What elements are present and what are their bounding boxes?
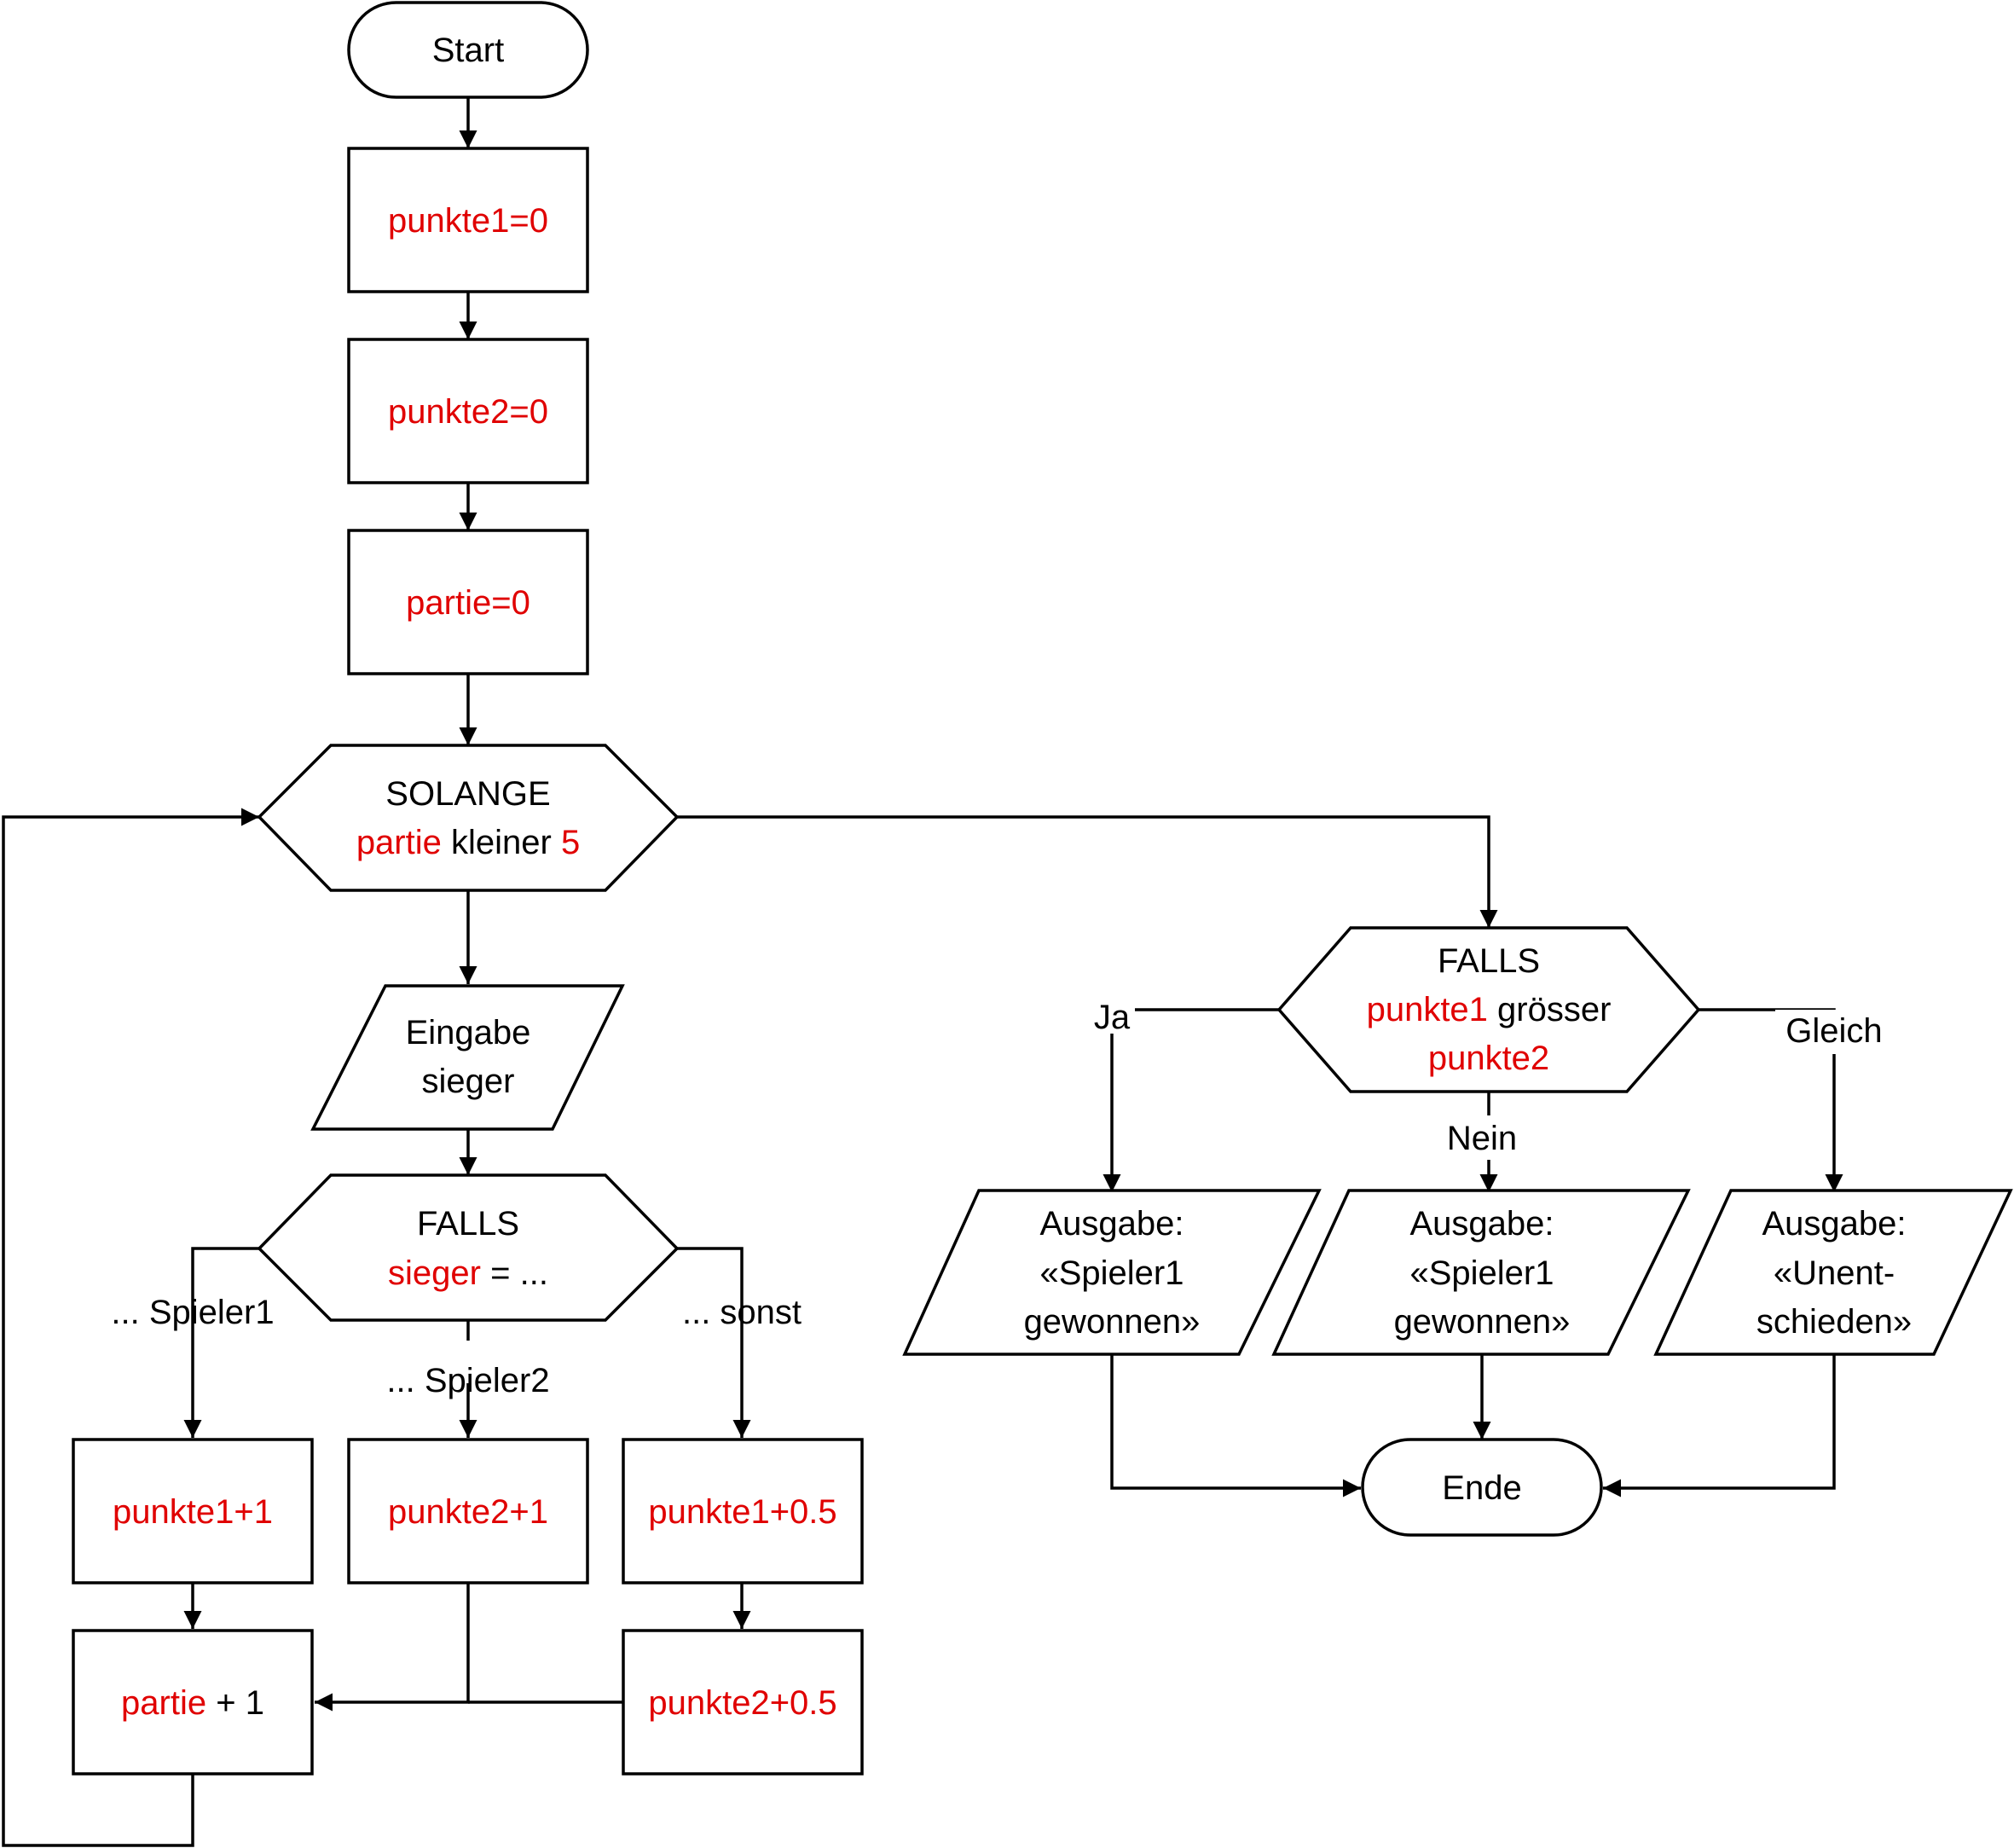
branch-label-spieler2: ... Spieler2 — [386, 1362, 549, 1399]
edge-p2plus1-to-partieplus1 — [315, 1583, 470, 1712]
end-label: Ende — [1442, 1469, 1521, 1507]
action-partie-rest: + 1 — [206, 1684, 264, 1722]
decision-op: grösser — [1488, 991, 1612, 1028]
output-ja-line1: Ausgabe: — [1039, 1205, 1184, 1243]
output-nein-parallelogram: Ausgabe: «Spieler1 gewonnen» — [1271, 1189, 1691, 1356]
switch-condition: sieger = ... — [388, 1254, 548, 1292]
decision-condition: punkte1 grösser — [1367, 991, 1612, 1028]
switch-var: sieger — [388, 1254, 481, 1292]
start-terminal: Start — [347, 1, 589, 99]
output-gleich-line1: Ausgabe: — [1762, 1205, 1906, 1243]
loop-condition: partie kleiner 5 — [356, 824, 580, 861]
switch-rest: = ... — [481, 1254, 548, 1292]
output-ja-line2: «Spieler1 — [1039, 1254, 1184, 1292]
branch-label-spieler1: ... Spieler1 — [111, 1294, 274, 1331]
start-label: Start — [432, 32, 504, 69]
input-line1: Eingabe — [406, 1014, 531, 1051]
init-punkte2-label: punkte2=0 — [388, 393, 548, 431]
output-nein-line2: «Spieler1 — [1409, 1254, 1554, 1292]
edge-output-gleich-to-end — [1603, 1354, 1836, 1498]
edge-decision-ja — [1102, 1008, 1279, 1192]
action-punkte1-plus-1: punkte1+1 — [72, 1438, 314, 1584]
input-line2: sieger — [422, 1063, 515, 1100]
init-punkte2-box: punkte2=0 — [347, 338, 589, 484]
loop-var: partie — [356, 824, 442, 861]
decision-var1: punkte1 — [1367, 991, 1488, 1028]
init-punkte1-box: punkte1=0 — [347, 147, 589, 293]
end-terminal: Ende — [1361, 1438, 1603, 1537]
init-partie-box: partie=0 — [347, 529, 589, 675]
action-punkte2-plus-half-label: punkte2+0.5 — [648, 1684, 836, 1722]
action-punkte1-plus-half-label: punkte1+0.5 — [648, 1493, 836, 1531]
action-punkte1-plus-half: punkte1+0.5 — [622, 1438, 864, 1584]
output-gleich-line2: «Unent- — [1774, 1254, 1895, 1292]
init-punkte1-label: punkte1=0 — [388, 202, 548, 240]
output-ja-line3: gewonnen» — [1024, 1303, 1201, 1341]
output-gleich-line3: schieden» — [1756, 1303, 1912, 1341]
branch-label-ja: Ja — [1094, 999, 1131, 1036]
action-partie-var: partie — [121, 1684, 206, 1722]
action-punkte2-plus-1: punkte2+1 — [347, 1438, 589, 1584]
decision-hexagon: FALLS punkte1 grösser punkte2 — [1276, 926, 1701, 1093]
action-punkte1-plus-1-label: punkte1+1 — [113, 1493, 273, 1531]
edge-loop-exit-to-decision — [677, 815, 1498, 928]
decision-keyword: FALLS — [1438, 942, 1540, 980]
decision-var2: punkte2 — [1428, 1040, 1549, 1077]
loop-op: kleiner — [442, 824, 561, 861]
branch-label-gleich: Gleich — [1785, 1012, 1882, 1050]
output-ja-parallelogram: Ausgabe: «Spieler1 gewonnen» — [902, 1189, 1322, 1356]
action-punkte2-plus-half: punkte2+0.5 — [622, 1629, 864, 1776]
edge-loop-back — [2, 808, 259, 1847]
output-gleich-parallelogram: Ausgabe: «Unent- schieden» — [1653, 1189, 2013, 1356]
edge-output-ja-to-end — [1110, 1354, 1361, 1498]
action-partie-plus-1: partie + 1 — [72, 1629, 314, 1776]
edge-switch-spieler1 — [183, 1247, 259, 1438]
switch-keyword: FALLS — [417, 1205, 519, 1243]
loop-keyword: SOLANGE — [385, 775, 550, 813]
output-nein-line1: Ausgabe: — [1409, 1205, 1554, 1243]
edge-switch-sonst — [677, 1247, 751, 1438]
loop-limit: 5 — [561, 824, 580, 861]
init-partie-label: partie=0 — [406, 584, 530, 622]
branch-label-nein: Nein — [1447, 1120, 1517, 1157]
action-punkte2-plus-1-label: punkte2+1 — [388, 1493, 548, 1531]
action-partie-plus-1-label: partie + 1 — [121, 1684, 264, 1722]
output-nein-line3: gewonnen» — [1394, 1303, 1571, 1341]
input-parallelogram: Eingabe sieger — [310, 984, 625, 1131]
switch-hexagon: FALLS sieger = ... — [257, 1173, 680, 1322]
loop-hexagon: SOLANGE partie kleiner 5 — [257, 744, 680, 892]
branch-label-sonst: ... sonst — [682, 1294, 802, 1331]
